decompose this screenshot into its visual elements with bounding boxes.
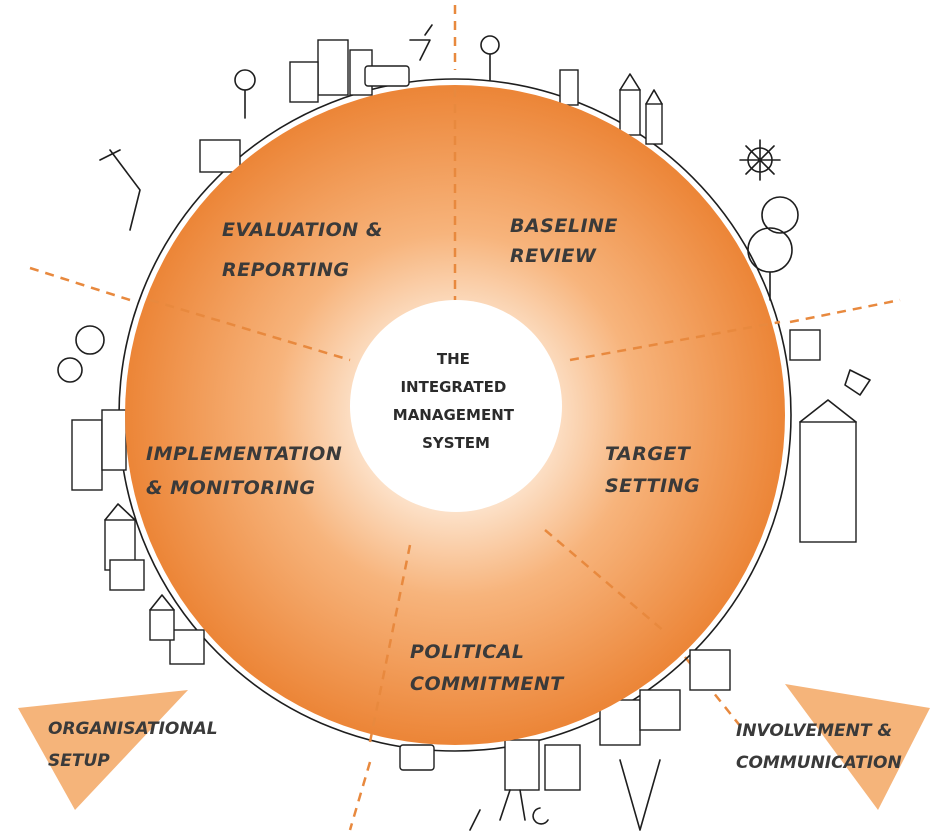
right-triangle [785, 684, 930, 810]
center-title: THE INTEGRATED MANAGEMENT SYSTEM [393, 350, 519, 452]
segment-label-implementation: IMPLEMENTATION & MONITORING [146, 443, 349, 499]
side-label-organisational: ORGANISATIONAL SETUP [48, 719, 224, 771]
center-hub [350, 300, 562, 512]
center-title-line: MANAGEMENT [393, 406, 515, 424]
left-triangle [18, 690, 188, 810]
segment-label-target: TARGET SETTING [605, 443, 700, 497]
segment-label-baseline: BASELINE REVIEW [510, 215, 625, 267]
segment-dividers [149, 88, 781, 743]
segment-label-political: POLITICAL COMMITMENT [410, 641, 565, 695]
side-label-involvement: INVOLVEMENT & COMMUNICATION [736, 721, 902, 773]
center-title-line: THE [437, 350, 470, 368]
center-title-line: SYSTEM [422, 434, 490, 452]
city-sketch-band [57, 24, 871, 831]
segment-label-evaluation: EVALUATION & REPORTING [222, 219, 390, 281]
center-title-line: INTEGRATED [400, 378, 506, 396]
building-sketch [71, 39, 857, 791]
